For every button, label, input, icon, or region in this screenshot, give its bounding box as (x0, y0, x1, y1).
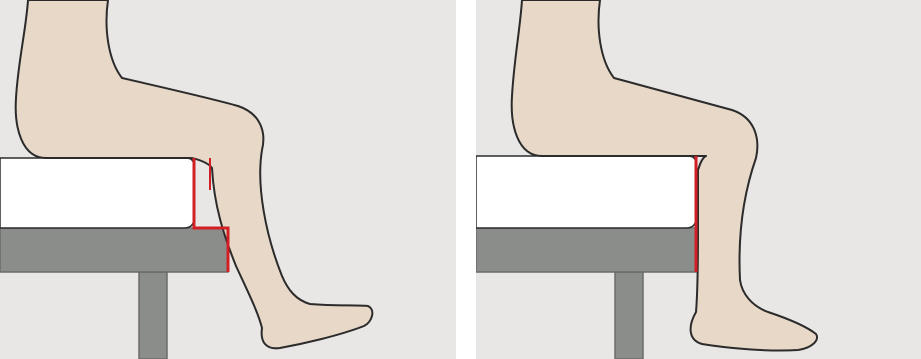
seat-cushion (0, 158, 194, 228)
seat-cushion (476, 156, 696, 228)
seated-posture-illustration-left (0, 0, 456, 359)
bench-leg (615, 272, 643, 359)
bench-leg (139, 272, 167, 359)
bench-top (0, 228, 228, 272)
diagram-panel-left (0, 0, 456, 359)
bench-top (476, 228, 696, 272)
diagram-panel-right (476, 0, 921, 359)
seated-posture-illustration-right (476, 0, 921, 359)
